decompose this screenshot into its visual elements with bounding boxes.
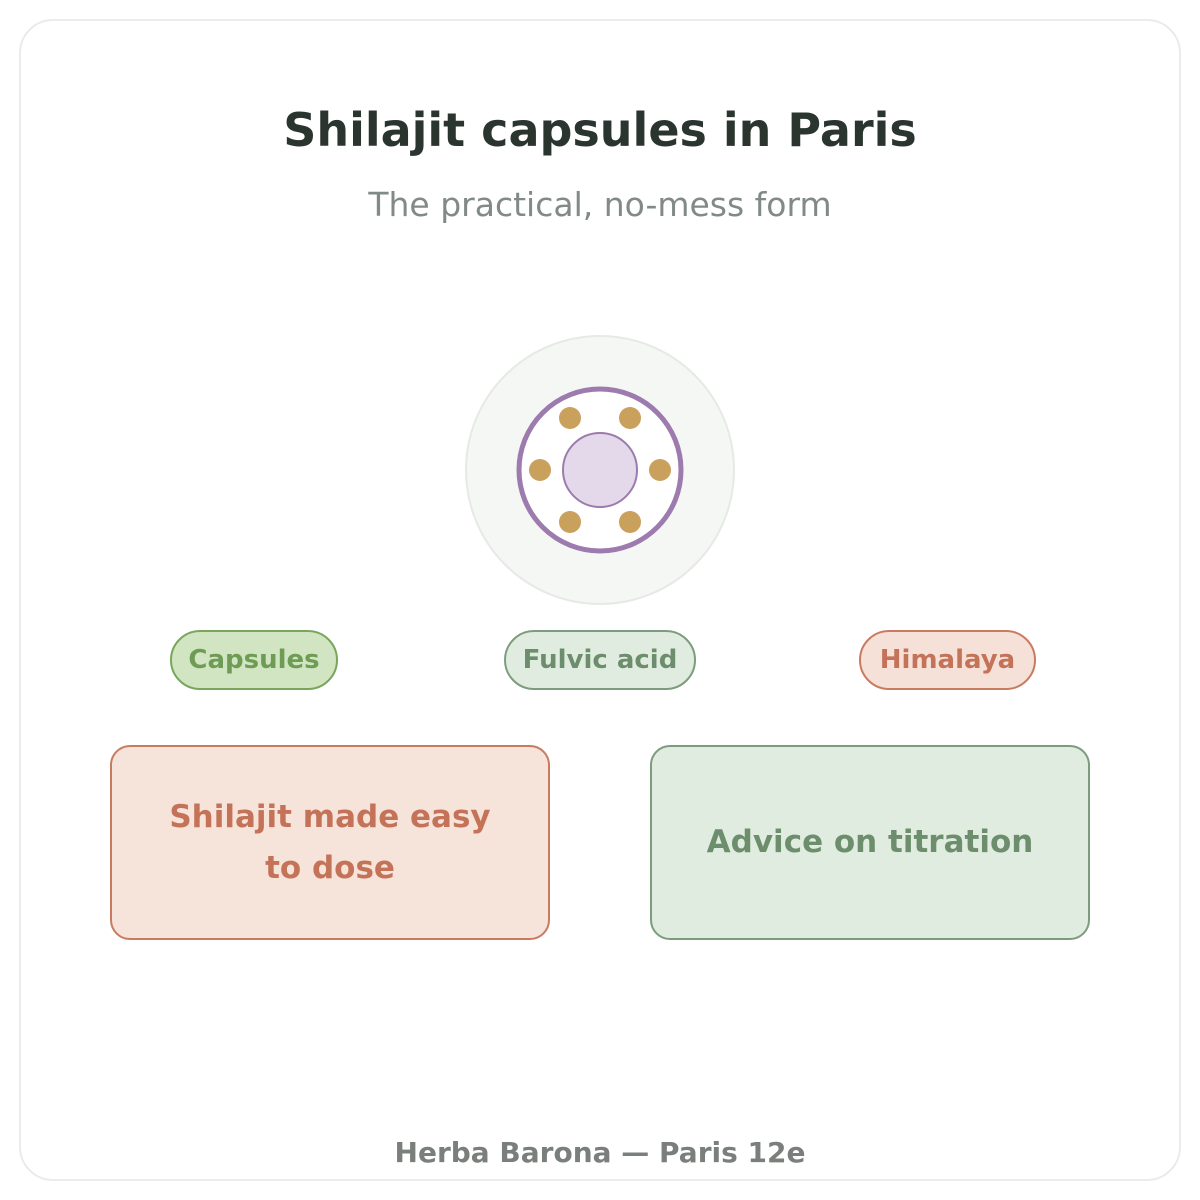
feature-titration-advice-text: Advice on titration bbox=[706, 824, 1034, 860]
tag-himalaya: Himalaya bbox=[859, 630, 1036, 690]
tag-fulvic-acid: Fulvic acid bbox=[504, 630, 696, 690]
capsule-emblem-icon bbox=[465, 335, 735, 605]
emblem-core bbox=[562, 432, 638, 508]
emblem-dot bbox=[529, 459, 551, 481]
feature-easy-dose-text: Shilajit made easy to dose bbox=[169, 798, 491, 886]
emblem-dot bbox=[619, 511, 641, 533]
page-subtitle: The practical, no-mess form bbox=[368, 185, 832, 224]
emblem-dot bbox=[619, 407, 641, 429]
emblem-dot bbox=[649, 459, 671, 481]
emblem-dot bbox=[559, 511, 581, 533]
tag-capsules: Capsules bbox=[170, 630, 338, 690]
emblem-dot bbox=[559, 407, 581, 429]
page-title: Shilajit capsules in Paris bbox=[283, 103, 917, 157]
feature-easy-dose: Shilajit made easy to dose bbox=[110, 745, 550, 940]
feature-titration-advice: Advice on titration bbox=[650, 745, 1090, 940]
footer-credit: Herba Barona — Paris 12e bbox=[394, 1136, 806, 1169]
